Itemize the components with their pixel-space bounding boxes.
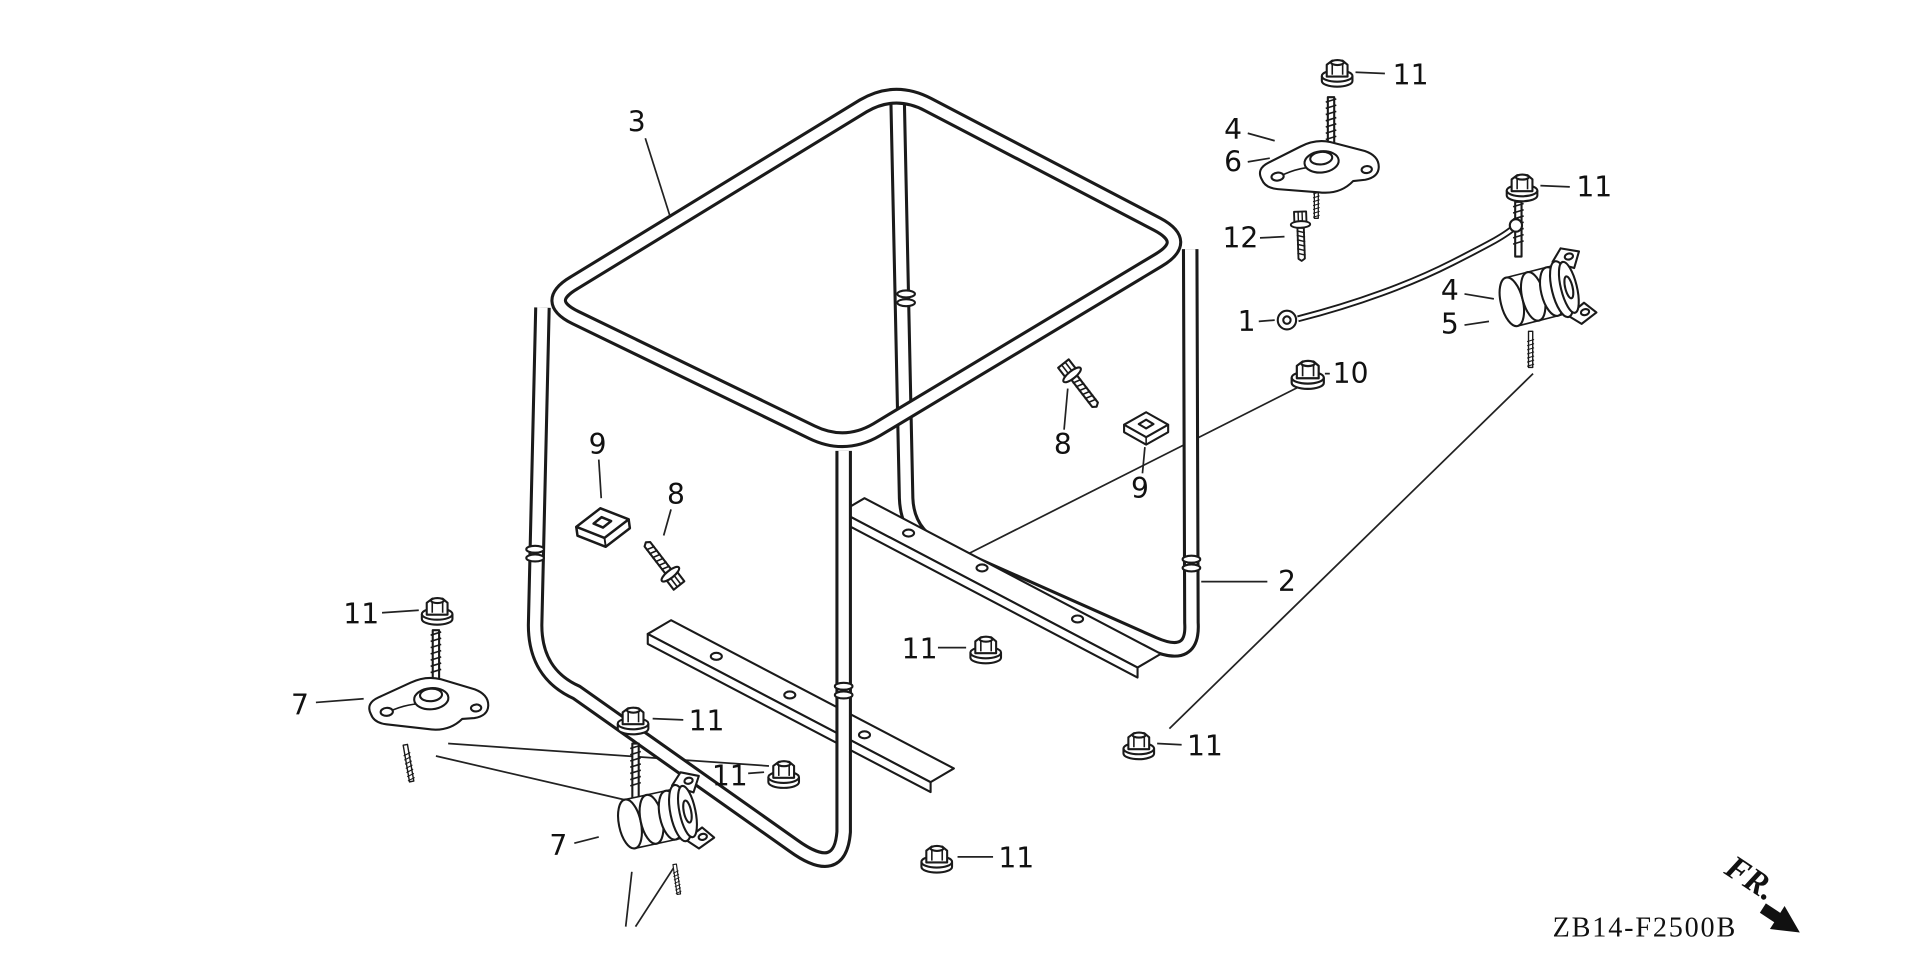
callout-label-1: 1 — [1238, 305, 1256, 338]
mount-left-bracket — [366, 629, 491, 783]
callout-label-3: 3 — [628, 105, 646, 138]
callout-leader-line — [574, 836, 599, 845]
assembly-guide-line — [1168, 373, 1534, 730]
callout-label-9: 9 — [1131, 472, 1149, 505]
rubber-mount — [366, 672, 491, 736]
callout-leader-line — [652, 717, 684, 721]
callout-leader-line — [1157, 742, 1182, 746]
underframe-rail-front — [646, 619, 955, 794]
mount-top-bracket — [1256, 96, 1383, 219]
mount-bottom-cylinder — [609, 742, 717, 896]
rubber-mount — [1256, 134, 1383, 201]
mount-stud — [629, 742, 642, 800]
mount-stud — [671, 863, 683, 896]
flange-nut-11 — [969, 635, 1003, 665]
mount-stud — [1526, 330, 1535, 369]
callout-label-8: 8 — [667, 478, 685, 511]
assembly-guide-lines — [435, 373, 1534, 928]
callout-label-11: 11 — [1576, 170, 1612, 203]
callout-label-7: 7 — [549, 829, 567, 862]
callout-leader-line — [644, 137, 671, 216]
rubber-mount — [1490, 242, 1600, 344]
part-code: ZB14-F2500B — [1553, 912, 1737, 943]
assembly-guide-line — [634, 867, 675, 928]
callout-leader-line — [1259, 235, 1285, 239]
callout-leader-line — [1355, 71, 1385, 75]
rail-hole — [1071, 614, 1085, 624]
callout-label-2: 2 — [1278, 565, 1296, 598]
fr-label: FR. — [1718, 848, 1783, 909]
fasteners — [420, 58, 1539, 874]
mount-stud — [401, 743, 416, 783]
callout-label-9: 9 — [589, 428, 607, 461]
callout-label-11: 11 — [1393, 58, 1429, 91]
callout-leader-line — [1258, 319, 1275, 323]
flange-nut-11 — [767, 760, 801, 789]
assembly-guide-line — [624, 871, 633, 927]
frame-front-pipe — [526, 307, 852, 868]
rail-top-face — [840, 497, 1162, 669]
callout-leader-line — [315, 697, 364, 704]
cable-end-fitting — [1508, 218, 1524, 233]
rail-hole — [857, 730, 872, 740]
callout-label-6: 6 — [1224, 145, 1242, 178]
callout-label-11: 11 — [343, 597, 379, 630]
callout-label-11: 11 — [902, 632, 938, 665]
callout-label-11: 11 — [689, 704, 725, 737]
callout-leader-line — [1540, 184, 1570, 188]
flange-nut-11 — [920, 844, 954, 874]
callout-label-4: 4 — [1224, 113, 1242, 146]
rail-hole — [783, 690, 797, 700]
frame-top-loop — [550, 87, 1183, 449]
assembly-guide-line — [966, 382, 1306, 556]
mount-right-cylinder — [1490, 200, 1600, 369]
tube-joint-collars — [525, 289, 1202, 700]
flange-nut-11 — [1505, 173, 1539, 203]
flange-nut-10 — [1290, 359, 1325, 390]
callout-leader-line — [1063, 388, 1069, 430]
callout-label-8: 8 — [1054, 428, 1072, 461]
flange-nut-11 — [1122, 731, 1156, 761]
flange-bolt-8 — [636, 534, 689, 594]
flange-bolt-8 — [1053, 355, 1107, 415]
callout-leader-line — [1247, 157, 1270, 163]
callout-label-12: 12 — [1222, 221, 1258, 254]
callout-label-10: 10 — [1333, 357, 1369, 390]
callout-leader-line — [1464, 293, 1495, 300]
callout-leader-line — [1247, 132, 1275, 142]
callout-leader-line — [748, 771, 765, 775]
rail-hole — [902, 528, 916, 538]
clip-nut-9 — [1123, 411, 1170, 446]
callout-leader-line — [1141, 447, 1146, 474]
callout-label-7: 7 — [291, 688, 309, 721]
callout-leader-line — [597, 459, 603, 499]
mount-stud — [429, 629, 443, 687]
flange-nut-11 — [1320, 58, 1354, 88]
callout-label-4: 4 — [1441, 274, 1459, 307]
callout-label-11: 11 — [998, 841, 1034, 874]
callout-label-11: 11 — [1187, 729, 1223, 762]
rail-hole — [709, 651, 723, 661]
callout-leader-line — [1464, 320, 1490, 326]
clip-nut-9 — [572, 503, 634, 552]
ground-cable — [1276, 218, 1524, 331]
callout-leader-line — [662, 509, 672, 536]
flange-nut-11 — [420, 597, 454, 626]
bolt-12 — [1289, 210, 1313, 263]
assembly-guide-line — [448, 742, 770, 767]
flange-nut-11 — [616, 706, 650, 736]
callout-leader-line — [381, 609, 419, 614]
fr-arrow-icon — [1759, 903, 1800, 933]
callout-label-5: 5 — [1441, 307, 1459, 340]
ring-terminal-hole — [1282, 315, 1292, 325]
callout-label-11: 11 — [712, 759, 748, 792]
rail-hole — [975, 563, 989, 573]
